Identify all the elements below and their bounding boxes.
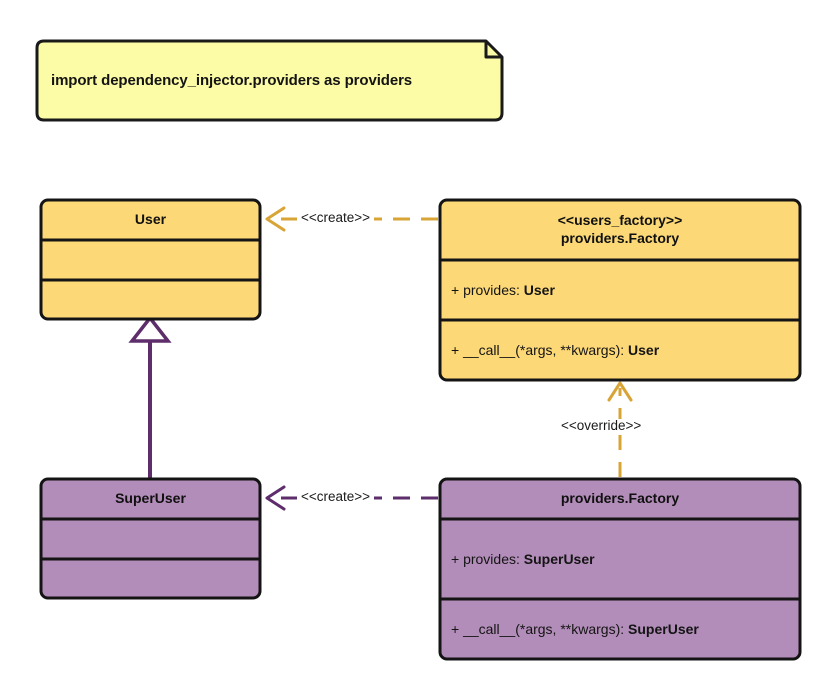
class-providers-factory-attribute-0: + provides: SuperUser bbox=[440, 551, 595, 567]
operation-return-type: User bbox=[628, 342, 660, 358]
operation-label: + __call__(*args, **kwargs): bbox=[451, 621, 629, 637]
class-superuser-header: SuperUser bbox=[41, 479, 260, 519]
class-users-factory-header: <<users_factory>> providers.Factory bbox=[440, 200, 800, 260]
operation-label: + __call__(*args, **kwargs): bbox=[451, 342, 629, 358]
class-user-header: User bbox=[41, 200, 260, 240]
inheritance-triangle-icon bbox=[128, 315, 172, 343]
user-class-body[interactable] bbox=[39, 198, 262, 321]
note-shape bbox=[35, 39, 504, 122]
class-users-factory-attributes: + provides: User bbox=[440, 260, 800, 320]
class-users-factory-stereotype: <<users_factory>> bbox=[557, 212, 683, 229]
edge-create-superuser-arrowhead bbox=[265, 485, 286, 511]
user-class-shape[interactable] bbox=[39, 198, 262, 321]
note-folded-corner-icon bbox=[484, 41, 502, 59]
class-users-factory-name: providers.Factory bbox=[560, 230, 680, 246]
class-providers-factory-attributes: + provides: SuperUser bbox=[440, 519, 800, 599]
edge-inheritance bbox=[128, 315, 172, 478]
attribute-label: + provides: bbox=[451, 282, 524, 298]
import-note-text: import dependency_injector.providers as … bbox=[51, 72, 413, 89]
edge-label-create-superuser: <<create>> bbox=[297, 490, 375, 504]
attribute-label: + provides: bbox=[451, 551, 524, 567]
class-superuser-name: SuperUser bbox=[115, 490, 186, 507]
edge-label-override: <<override>> bbox=[557, 419, 646, 433]
users-factory-class-body[interactable] bbox=[438, 198, 802, 382]
edge-override-arrowhead bbox=[607, 381, 633, 402]
class-user-name: User bbox=[134, 211, 167, 228]
class-users-factory-operations: + __call__(*args, **kwargs): User bbox=[440, 320, 800, 380]
edge-create-user-arrowhead bbox=[265, 206, 286, 232]
attribute-type: User bbox=[523, 282, 555, 298]
class-superuser[interactable]: SuperUser bbox=[41, 479, 260, 598]
users-factory-class-shape[interactable] bbox=[438, 198, 802, 382]
import-note: import dependency_injector.providers as … bbox=[37, 41, 502, 120]
superuser-class-body[interactable] bbox=[39, 477, 262, 600]
class-users-factory-operation-0: + __call__(*args, **kwargs): User bbox=[440, 342, 659, 358]
class-users-factory-attribute-0: + provides: User bbox=[440, 282, 555, 298]
edge-override bbox=[607, 381, 633, 477]
providers-factory-class-shape[interactable] bbox=[438, 477, 802, 661]
superuser-class-shape[interactable] bbox=[39, 477, 262, 600]
class-user[interactable]: User bbox=[41, 200, 260, 319]
class-providers-factory[interactable]: providers.Factory + provides: SuperUser … bbox=[440, 479, 800, 659]
class-providers-factory-operation-0: + __call__(*args, **kwargs): SuperUser bbox=[440, 621, 699, 637]
providers-factory-class-body[interactable] bbox=[438, 477, 802, 661]
note-body bbox=[35, 39, 504, 122]
class-providers-factory-header: providers.Factory bbox=[440, 479, 800, 519]
attribute-type: SuperUser bbox=[523, 551, 595, 567]
class-providers-factory-operations: + __call__(*args, **kwargs): SuperUser bbox=[440, 599, 800, 659]
class-providers-factory-name: providers.Factory bbox=[560, 490, 680, 507]
class-users-factory[interactable]: <<users_factory>> providers.Factory + pr… bbox=[440, 200, 800, 380]
edge-label-create-user: <<create>> bbox=[297, 211, 375, 225]
operation-return-type: SuperUser bbox=[628, 621, 699, 637]
